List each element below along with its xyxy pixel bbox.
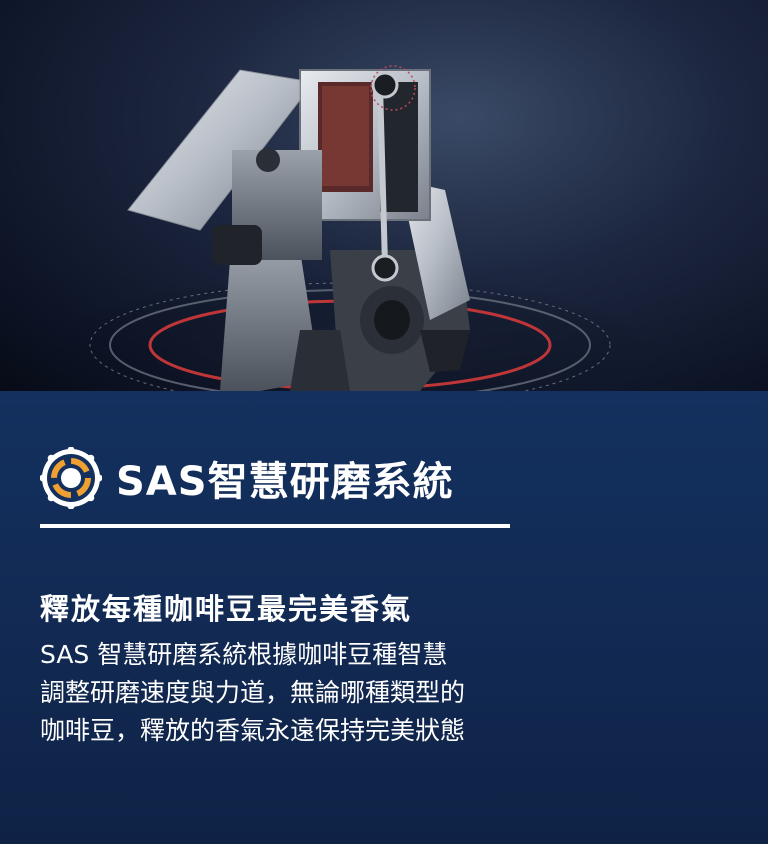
feature-title-row: SAS智慧研磨系統 <box>40 447 454 509</box>
feature-info-panel: SAS智慧研磨系統 釋放每種咖啡豆最完美香氣 SAS 智慧研磨系統根據咖啡豆種智… <box>0 391 768 844</box>
description-line: 咖啡豆，釋放的香氣永遠保持完美狀態 <box>40 716 466 745</box>
gear-ring-icon <box>40 447 102 509</box>
description-line: 調整研磨速度與力道，無論哪種類型的 <box>40 678 466 707</box>
feature-subheading: 釋放每種咖啡豆最完美香氣 <box>40 592 413 626</box>
description-line: SAS 智慧研磨系統根據咖啡豆種智慧 <box>40 640 448 669</box>
hero-product-image <box>0 0 768 391</box>
feature-title: SAS智慧研磨系統 <box>116 459 454 505</box>
title-divider <box>40 524 510 528</box>
feature-description: SAS 智慧研磨系統根據咖啡豆種智慧 調整研磨速度與力道，無論哪種類型的 咖啡豆… <box>40 636 560 750</box>
grinder-mechanism-illustration <box>50 65 650 391</box>
